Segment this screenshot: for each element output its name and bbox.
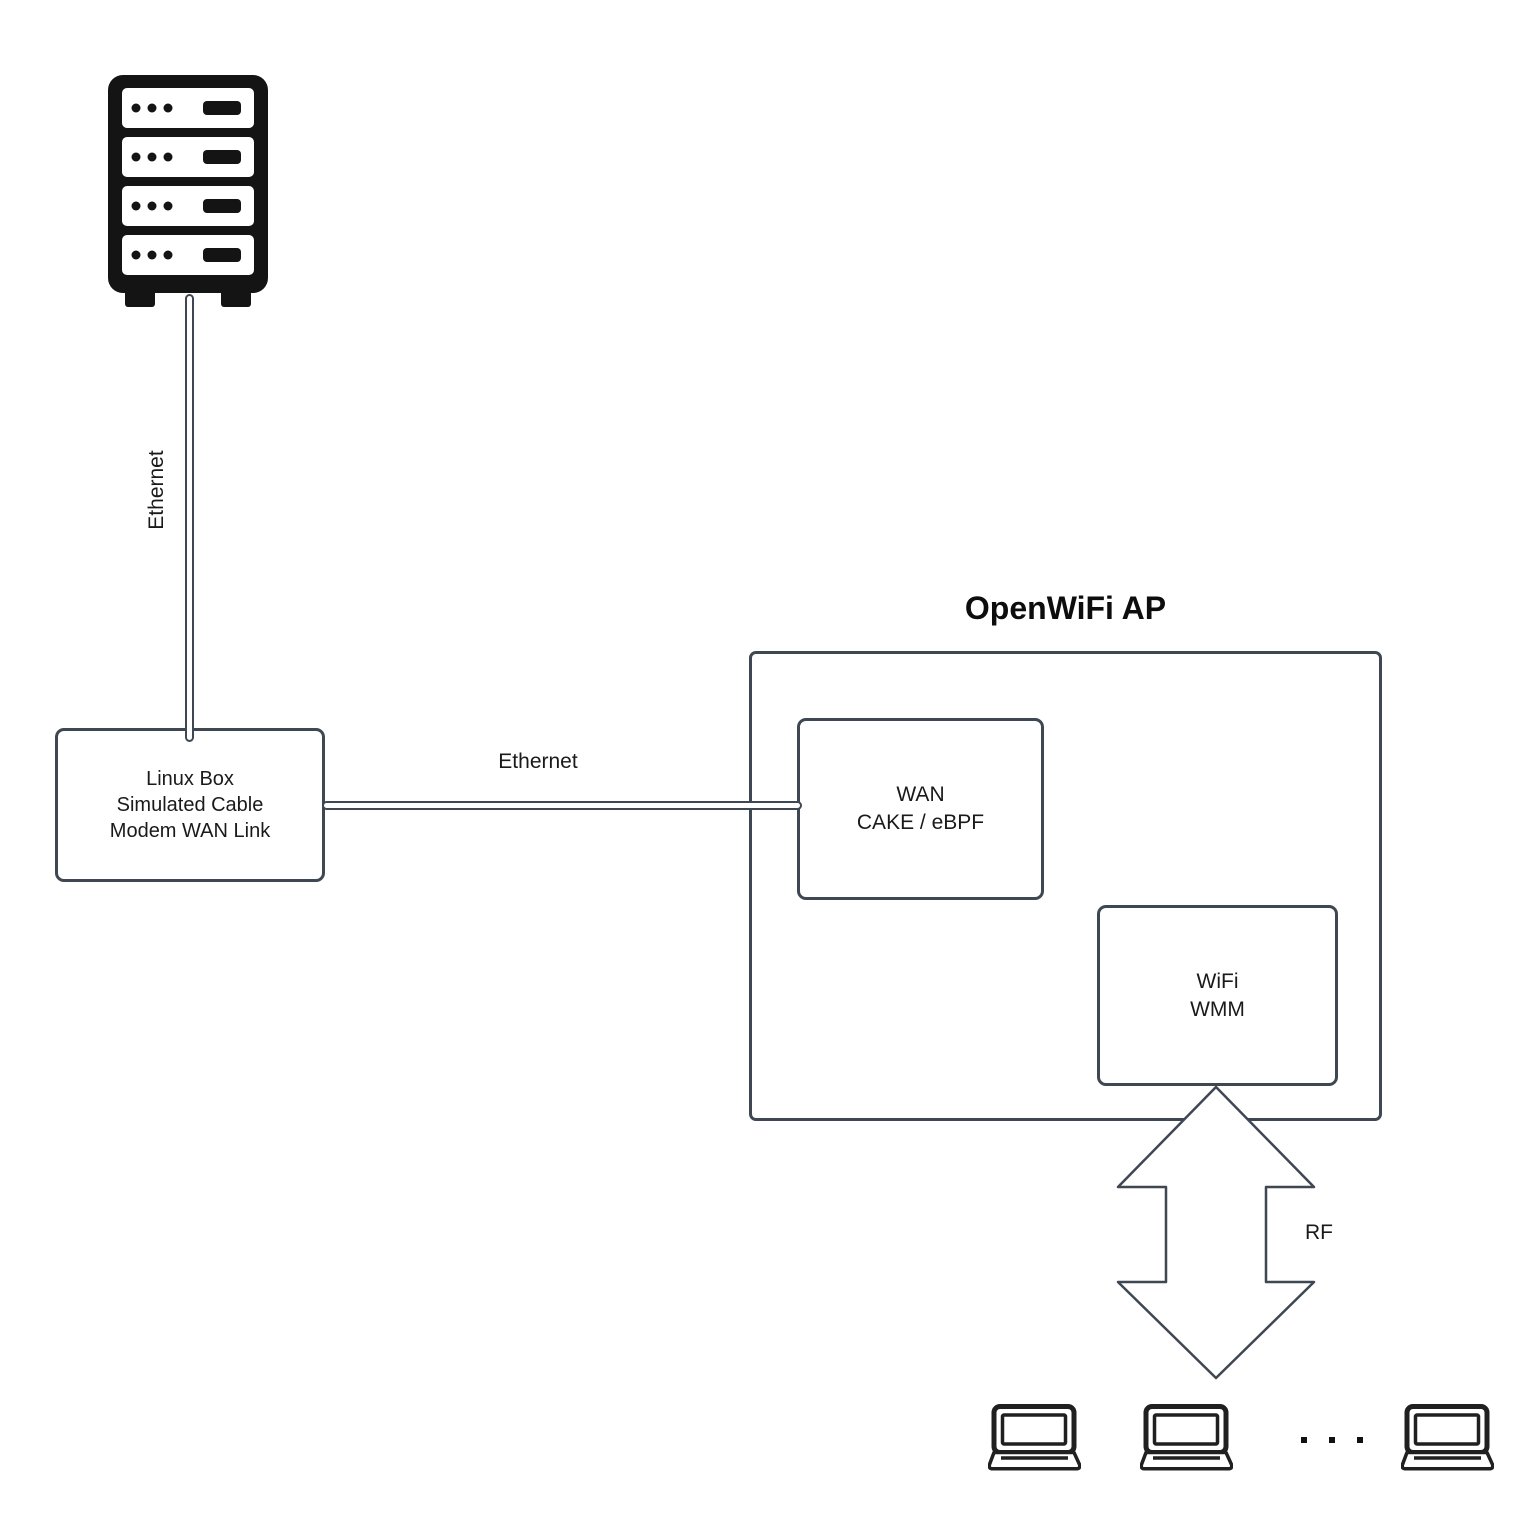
linux-box-label-line1: Linux Box	[146, 768, 234, 790]
linux-box-label-line3: Modem WAN Link	[109, 820, 271, 842]
server-rack-icon	[108, 75, 268, 307]
linux-box-label-line2: Simulated Cable	[116, 794, 264, 816]
rf-double-arrow	[1116, 1085, 1316, 1380]
laptop-icon-2	[1140, 1404, 1233, 1471]
laptop-icon-3	[1401, 1404, 1494, 1471]
openwifi-ap-title: OpenWiFi AP	[964, 590, 1167, 626]
wifi-label-line2: WMM	[1190, 997, 1245, 1021]
wan-node: WAN CAKE / eBPF	[797, 718, 1044, 900]
rf-label: RF	[1305, 1221, 1333, 1244]
laptop-icon-1	[988, 1404, 1081, 1471]
wan-label-line1: WAN	[896, 783, 945, 806]
ethernet-cable-vertical	[185, 294, 194, 742]
wifi-node: WiFi WMM	[1097, 905, 1338, 1086]
linux-box-node: Linux Box Simulated Cable Modem WAN Link	[55, 728, 325, 882]
ellipsis-dot	[1329, 1437, 1335, 1443]
ellipsis-dot	[1301, 1437, 1307, 1443]
ellipsis-dots	[1301, 1437, 1363, 1443]
ethernet-cable-horizontal	[322, 801, 802, 810]
ethernet-label-horizontal: Ethernet	[498, 750, 578, 773]
wifi-label-line1: WiFi	[1196, 969, 1239, 993]
ellipsis-dot	[1357, 1437, 1363, 1443]
wan-label-line2: CAKE / eBPF	[856, 811, 985, 834]
ethernet-label-vertical: Ethernet	[145, 450, 168, 530]
